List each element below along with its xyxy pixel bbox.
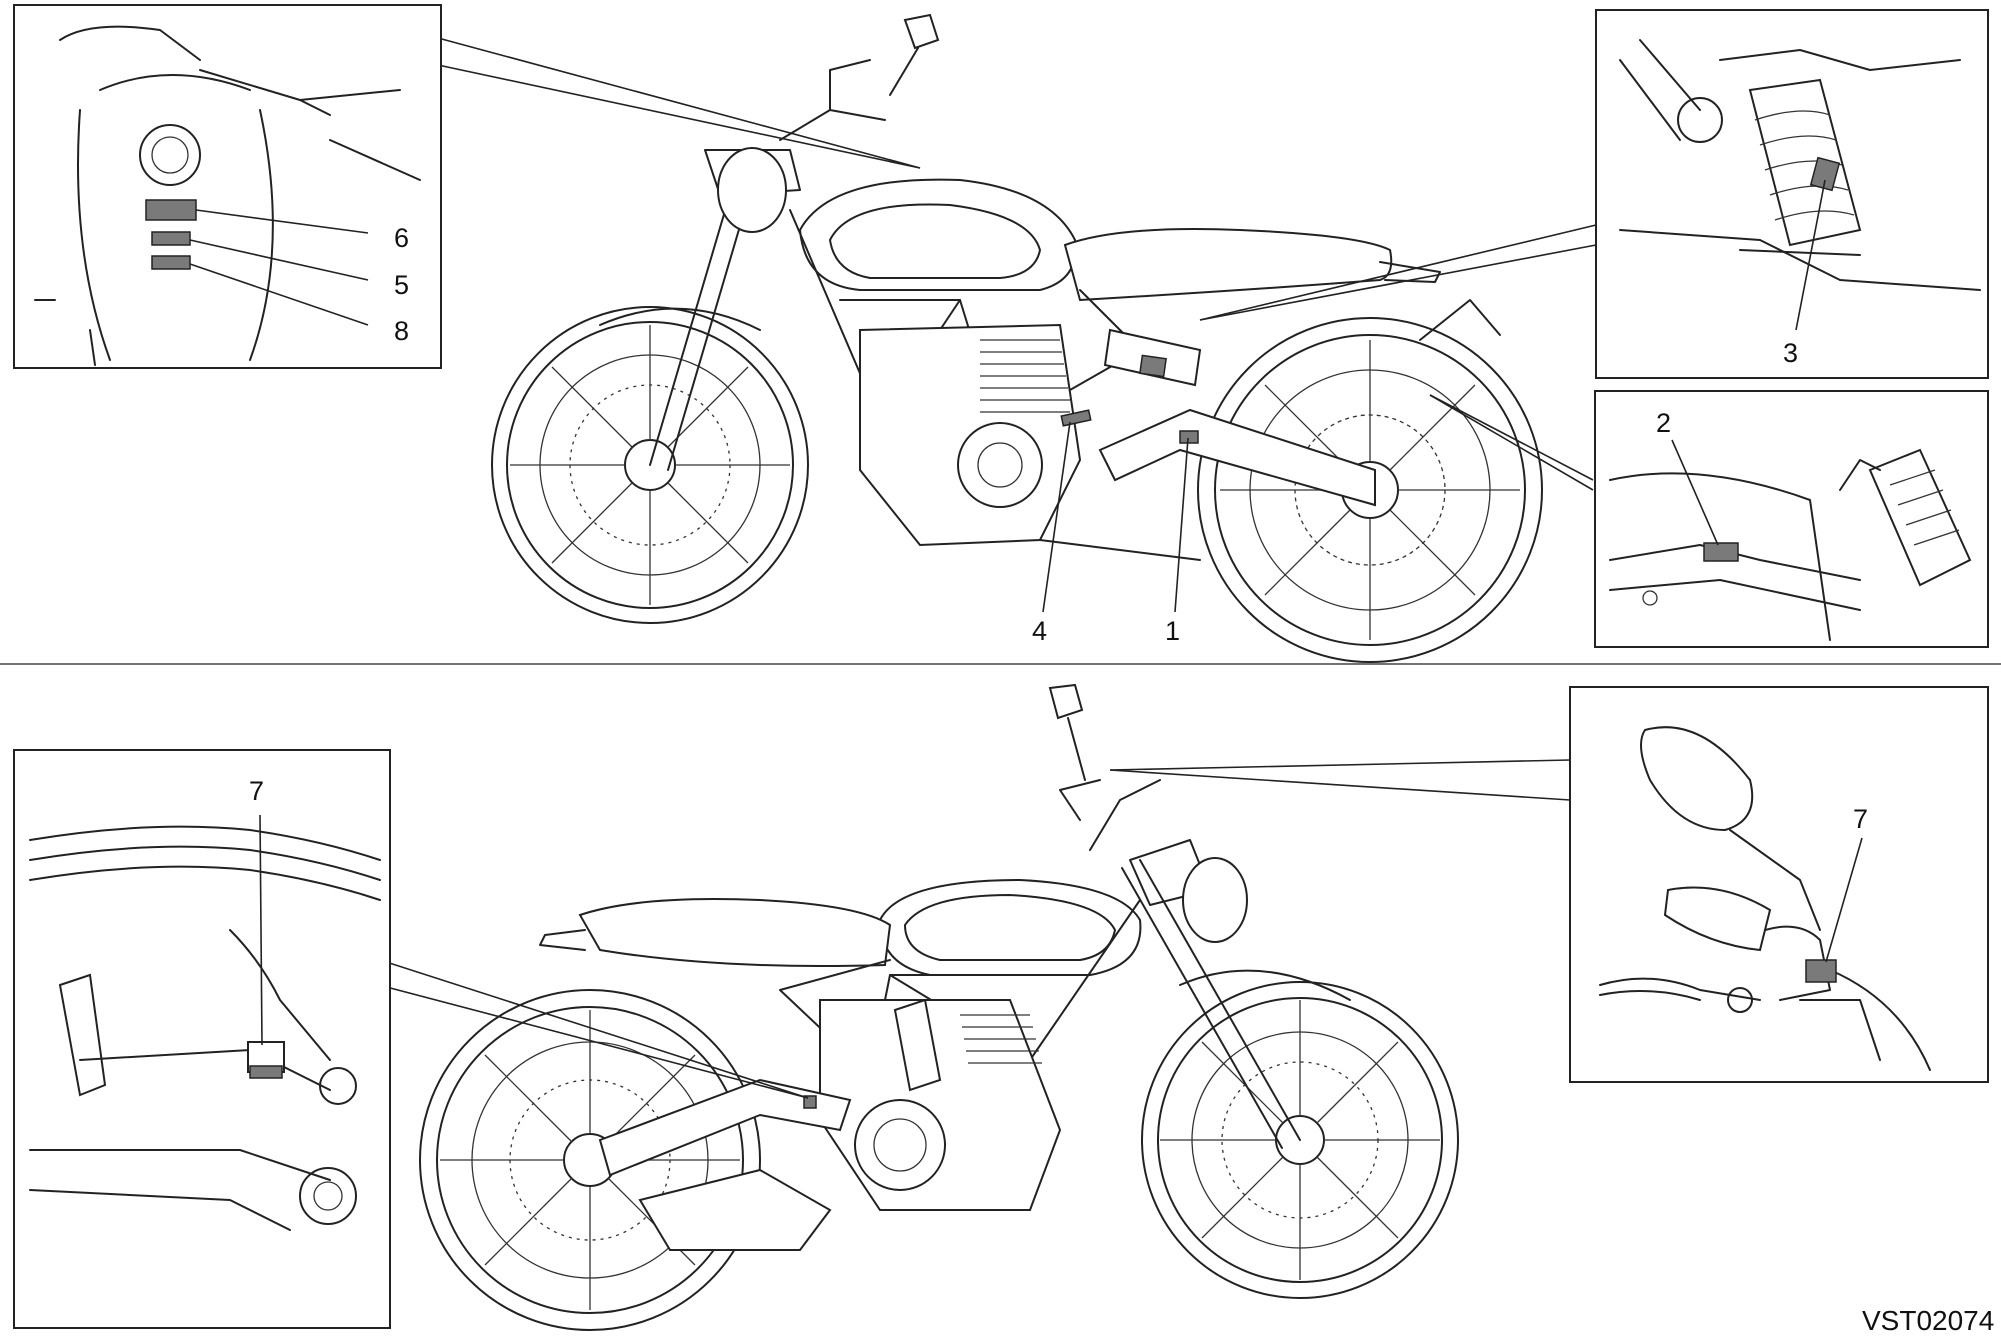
- callout-1: 1: [1165, 616, 1180, 646]
- motorcycle-left-side-view: [419, 683, 1459, 1331]
- callout-7-brake: 7: [1853, 804, 1868, 834]
- figure-code: VST02074: [1862, 1305, 1994, 1336]
- inset-brake-reservoir: [1569, 686, 1989, 1083]
- callout-3: 3: [1783, 338, 1798, 368]
- callout-2: 2: [1656, 408, 1671, 438]
- callout-6: 6: [394, 223, 409, 253]
- callout-5: 5: [394, 270, 409, 300]
- inset-tank-top: [13, 4, 442, 369]
- callout-8: 8: [394, 316, 409, 346]
- top-leader-lines: [437, 37, 1597, 613]
- inset-rear-plate: [1594, 390, 1989, 648]
- callout-7-footpeg: 7: [249, 776, 264, 806]
- bottom-leader-lines: [359, 759, 1571, 1099]
- inset-rear-shock: [1595, 9, 1989, 379]
- callout-4: 4: [1032, 616, 1047, 646]
- motorcycle-right-side-view: [491, 13, 1543, 663]
- inset-footpeg: [13, 749, 391, 1329]
